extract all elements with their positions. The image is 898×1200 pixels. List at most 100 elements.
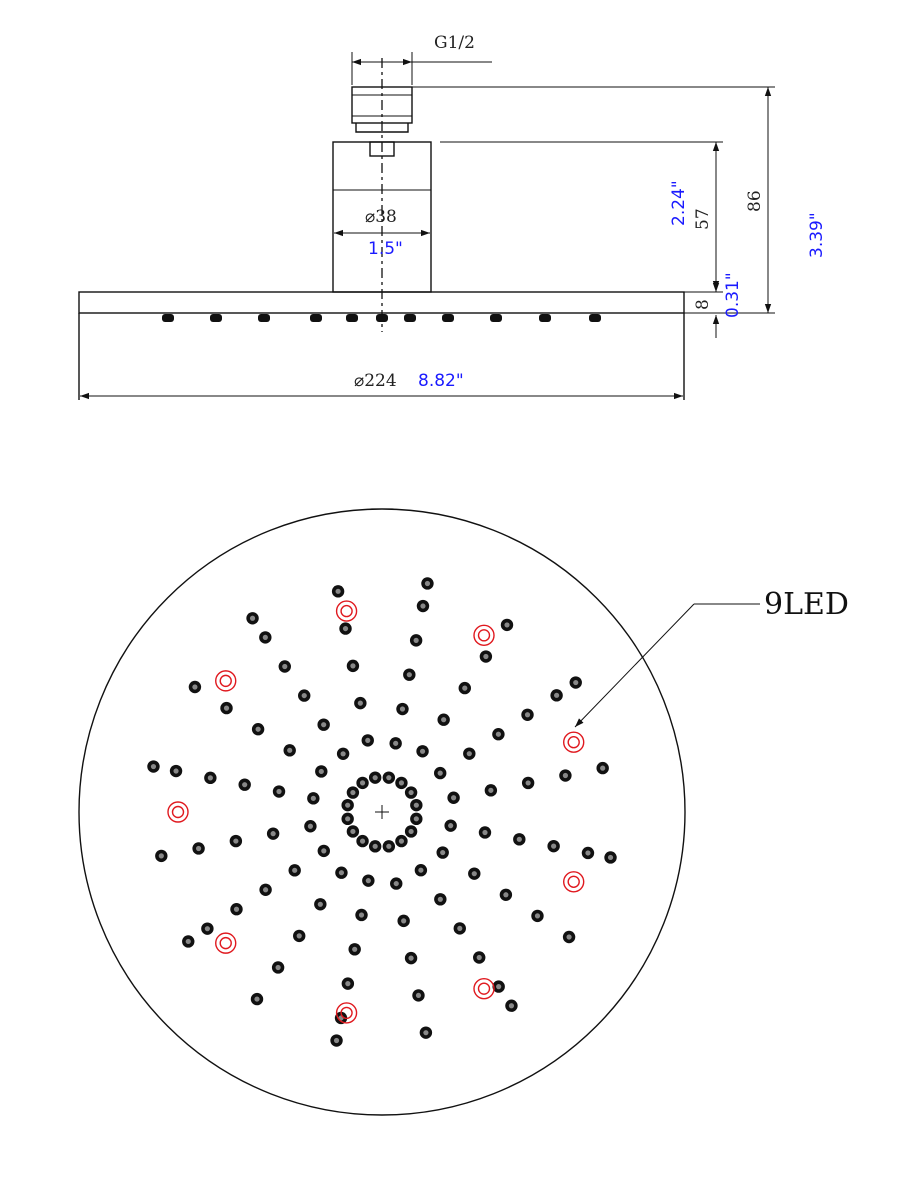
- nozzle-hole: [229, 834, 243, 848]
- nozzle-hole: [230, 903, 243, 916]
- nozzle-hole: [304, 820, 317, 833]
- nozzle-hole: [368, 771, 382, 784]
- nozzle-hole: [188, 680, 202, 694]
- nozzle-hole: [278, 660, 291, 673]
- side-nozzle: [162, 314, 174, 322]
- nozzle-hole: [404, 825, 418, 838]
- nozzle-hole: [362, 874, 375, 887]
- arm-diameter-in: 1.5": [368, 239, 403, 259]
- nozzle-hole: [315, 765, 328, 778]
- nozzle-hole: [499, 888, 513, 901]
- nozzle-hole: [389, 737, 402, 750]
- nozzle-hole: [314, 898, 327, 911]
- nozzle-hole: [478, 826, 492, 839]
- led-light: [335, 600, 358, 622]
- nozzle-hole: [458, 681, 471, 695]
- nozzle-hole: [596, 761, 609, 775]
- arm-height-dimension: 57 2.24": [669, 142, 720, 292]
- nozzle-hole: [434, 893, 447, 906]
- nozzle-hole: [395, 776, 408, 790]
- nozzle-hole: [331, 585, 345, 598]
- nozzle-hole: [397, 914, 410, 928]
- nozzle-hole: [416, 599, 430, 613]
- nozzle-hole: [339, 622, 352, 635]
- nozzle-hole: [550, 689, 563, 702]
- total-height-in: 3.39": [807, 212, 827, 258]
- nozzle-hole: [521, 708, 534, 721]
- side-nozzle: [539, 314, 551, 322]
- nozzle-hole: [421, 577, 434, 590]
- nozzle-hole: [479, 650, 493, 663]
- nozzle-hole: [410, 798, 423, 812]
- led-light: [562, 871, 585, 893]
- nozzle-hole: [348, 943, 361, 956]
- nozzle-hole: [404, 951, 418, 965]
- nozzle-hole: [354, 696, 367, 710]
- nozzle-hole: [355, 908, 368, 922]
- thread-label: G1/2: [434, 33, 475, 53]
- nozzle-hole: [492, 980, 505, 993]
- head-diameter-dimension: ⌀224 8.82": [80, 371, 683, 400]
- side-nozzle: [310, 314, 322, 322]
- side-nozzle: [210, 314, 222, 322]
- nozzle-hole: [182, 935, 195, 948]
- nozzle-hole: [341, 977, 355, 990]
- nozzle-hole: [288, 864, 301, 877]
- nozzle-hole: [436, 846, 449, 859]
- nozzle-hole: [434, 766, 447, 780]
- led-callout: 9LED: [574, 587, 849, 728]
- nozzle-hole: [169, 764, 183, 778]
- nozzle-hole: [293, 929, 306, 943]
- nozzle-hole: [155, 849, 168, 863]
- nozzle-hole: [246, 612, 259, 625]
- nozzle-hole: [272, 785, 286, 798]
- nozzle-hole: [513, 833, 526, 846]
- nozzle-hole: [581, 846, 595, 860]
- head-diameter-mm: ⌀224: [354, 371, 397, 391]
- nozzle-hole: [410, 812, 423, 826]
- nozzle-hole: [382, 771, 396, 784]
- side-nozzle: [346, 314, 358, 322]
- nozzle-hole: [298, 689, 311, 702]
- side-nozzle: [258, 314, 270, 322]
- nozzle-hole: [531, 909, 544, 923]
- nozzle-hole: [307, 792, 320, 805]
- side-nozzle: [442, 314, 454, 322]
- nozzle-hole: [382, 840, 396, 853]
- head-diameter-in: 8.82": [418, 371, 464, 391]
- nozzle-hole: [437, 713, 450, 726]
- led-light: [473, 624, 495, 647]
- nozzle-hole: [396, 702, 409, 716]
- nozzle-hole: [147, 760, 160, 773]
- side-view: G1/2 ⌀38 1.5" 57 2.24" 86 3.39" 8: [78, 33, 827, 400]
- side-nozzle: [589, 314, 601, 322]
- nozzle-hole: [444, 819, 457, 832]
- nozzle-hole: [317, 844, 330, 858]
- nozzle-hole: [204, 771, 217, 785]
- nozzle-hole: [346, 659, 360, 673]
- nozzle-hole: [317, 718, 330, 731]
- nozzle-hole: [569, 676, 582, 689]
- nozzle-hole: [271, 961, 285, 974]
- led-light: [473, 977, 495, 1000]
- arm-height-in: 2.24": [669, 180, 689, 226]
- nozzle-hole: [447, 791, 460, 804]
- nozzle-hole: [492, 728, 505, 741]
- head-outline: [78, 508, 686, 1116]
- nozzle-hole: [547, 839, 560, 853]
- nozzle-hole: [238, 778, 251, 791]
- led-light: [215, 932, 237, 954]
- nozzle-hole: [604, 851, 617, 864]
- led-light: [562, 731, 585, 753]
- nozzle-hole: [395, 834, 408, 848]
- nozzle-hole: [473, 951, 486, 964]
- nozzle-hole: [346, 825, 360, 838]
- nozzle-hole: [463, 747, 476, 760]
- nozzle-hole: [390, 877, 403, 890]
- nozzle-hole: [500, 618, 514, 632]
- nozzle-hole: [192, 842, 205, 855]
- nozzle-hole: [259, 631, 272, 644]
- led-light: [335, 1002, 358, 1024]
- nozzle-hole: [414, 864, 428, 877]
